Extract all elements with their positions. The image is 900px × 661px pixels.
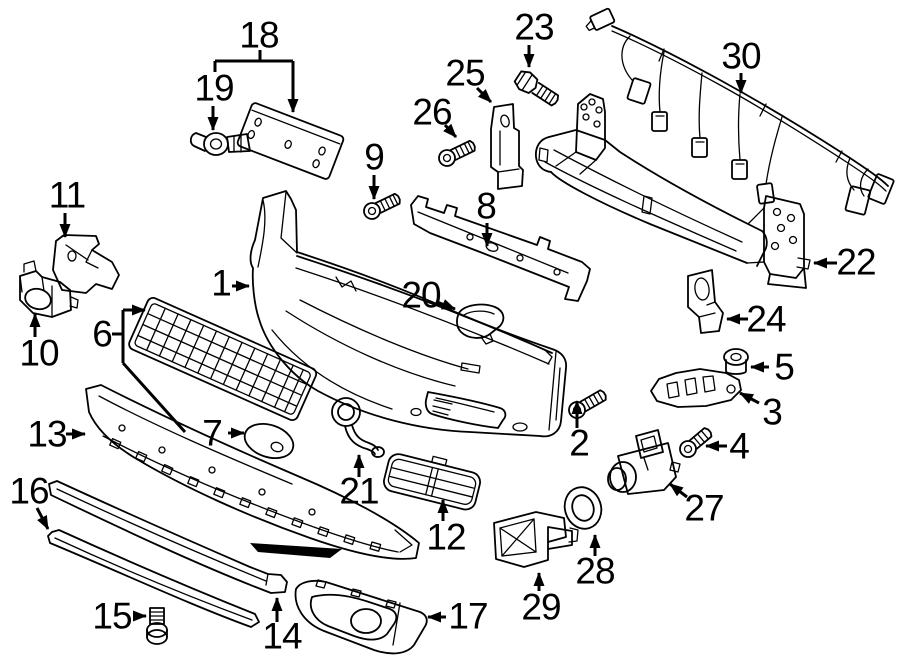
callout-29: 29 bbox=[521, 586, 561, 628]
callout-27: 27 bbox=[684, 487, 724, 529]
part-license-plate-bracket bbox=[236, 102, 345, 180]
part-push-clip bbox=[189, 132, 251, 156]
part-side-bracket bbox=[52, 234, 120, 294]
part-spoiler-strip bbox=[47, 529, 260, 628]
leader-27 bbox=[669, 482, 688, 499]
callout-6: 6 bbox=[92, 313, 113, 355]
part-corner-bracket bbox=[687, 269, 724, 334]
callout-19: 19 bbox=[194, 67, 234, 109]
callout-leaders bbox=[29, 45, 837, 623]
leader-25 bbox=[475, 86, 493, 104]
callout-25: 25 bbox=[445, 52, 485, 94]
part-fog-lamp-trim bbox=[294, 579, 428, 655]
callout-17: 17 bbox=[448, 595, 488, 637]
part-center-grille bbox=[128, 297, 318, 421]
callout-4: 4 bbox=[729, 425, 750, 467]
callout-11: 11 bbox=[48, 174, 86, 216]
part-park-sensor bbox=[607, 429, 681, 495]
callout-3: 3 bbox=[762, 391, 783, 433]
part-splash-shield bbox=[85, 384, 420, 560]
callout-21: 21 bbox=[339, 470, 379, 512]
callout-14: 14 bbox=[262, 615, 302, 657]
part-screw-4 bbox=[679, 427, 713, 458]
callout-12: 12 bbox=[426, 516, 466, 558]
callout-1: 1 bbox=[211, 262, 232, 304]
callout-2: 2 bbox=[569, 422, 590, 464]
callout-15: 15 bbox=[92, 595, 132, 637]
callout-8: 8 bbox=[476, 185, 497, 227]
part-seal-ring bbox=[563, 486, 603, 530]
part-lower-grille bbox=[383, 453, 481, 511]
callout-16: 16 bbox=[9, 470, 49, 512]
leader-16 bbox=[35, 507, 50, 530]
part-tow-hook bbox=[331, 397, 385, 458]
leader-20 bbox=[436, 299, 456, 311]
part-sensor-holder bbox=[493, 511, 579, 568]
callout-22: 22 bbox=[836, 241, 876, 283]
leader-26 bbox=[443, 123, 458, 139]
part-wiring-harness bbox=[585, 7, 895, 216]
part-bumper-cover bbox=[249, 190, 567, 438]
part-guide-bracket bbox=[650, 368, 742, 408]
part-screw-26 bbox=[438, 139, 476, 167]
callout-7: 7 bbox=[202, 412, 223, 454]
callout-5: 5 bbox=[774, 346, 795, 388]
leader-3 bbox=[739, 391, 760, 405]
leader-6-bracket bbox=[112, 310, 187, 434]
part-grommet bbox=[723, 348, 749, 375]
leader-18-bracket bbox=[213, 50, 293, 72]
part-cover-cap bbox=[243, 423, 295, 459]
callout-13: 13 bbox=[27, 413, 67, 455]
part-sensor-bracket bbox=[19, 260, 79, 318]
callout-28: 28 bbox=[575, 550, 615, 592]
part-washer-cover bbox=[456, 303, 505, 345]
part-bolt-23 bbox=[513, 70, 560, 107]
callout-30: 30 bbox=[721, 35, 761, 77]
part-trim-strip bbox=[48, 480, 288, 594]
callout-18: 18 bbox=[239, 14, 279, 56]
part-mount-bracket-25 bbox=[490, 103, 524, 190]
part-impact-bar bbox=[535, 93, 811, 289]
part-bolt-15 bbox=[146, 607, 168, 645]
callout-9: 9 bbox=[364, 136, 385, 178]
callout-24: 24 bbox=[746, 298, 786, 340]
callout-26: 26 bbox=[412, 91, 452, 133]
callout-20: 20 bbox=[401, 274, 441, 316]
part-screw-9 bbox=[363, 192, 401, 220]
part-upper-reinforcement bbox=[410, 195, 591, 302]
part-screw-2 bbox=[568, 389, 607, 419]
callout-23: 23 bbox=[514, 6, 554, 48]
callout-10: 10 bbox=[19, 332, 59, 374]
